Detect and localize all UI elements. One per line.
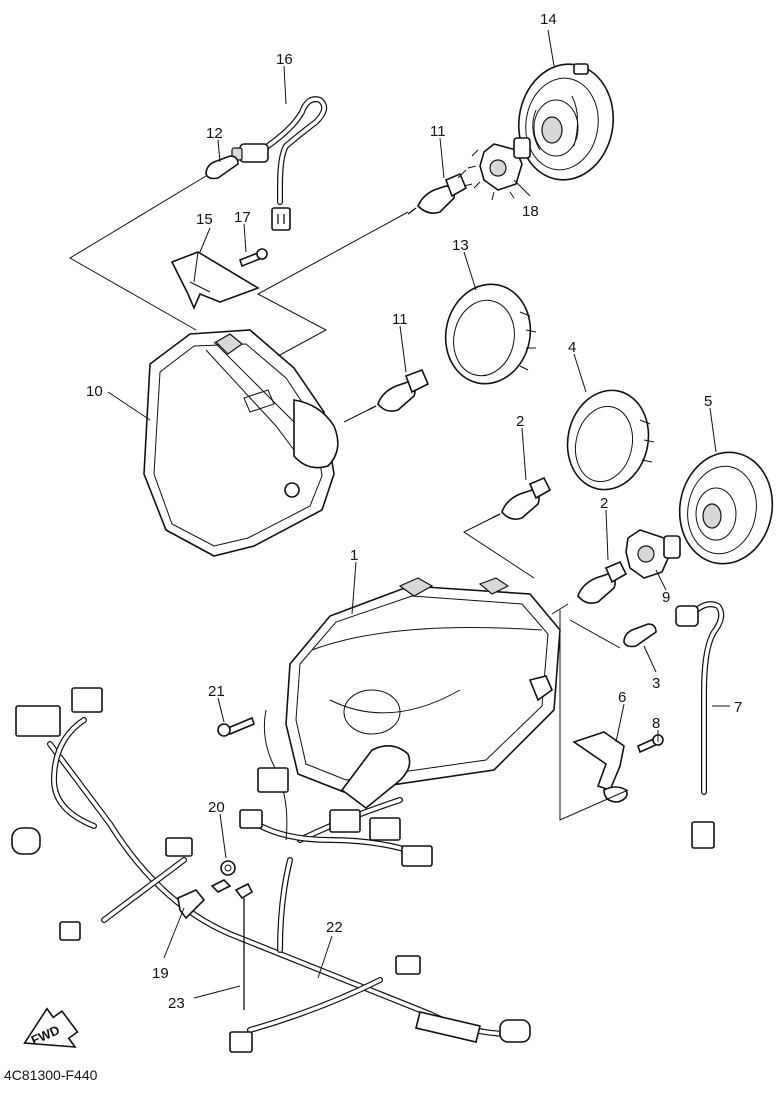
callout-14: 14 [540,11,557,28]
part-2-bulb-upper [491,476,552,520]
part-18-socket [467,137,531,201]
callout-2-lower: 2 [600,495,608,512]
callout-11-upper: 11 [430,123,446,140]
callout-16: 16 [276,51,293,68]
callout-15: 15 [196,211,213,228]
part-22-harness [11,687,531,1053]
part-2-bulb-lower [577,560,628,604]
part-21-screw [217,716,255,737]
part-9-socket [625,529,681,579]
callout-3: 3 [652,675,660,692]
diagram-code: 4C81300-F440 [4,1067,98,1083]
callout-23: 23 [168,995,185,1012]
callout-2-upper: 2 [516,413,524,430]
callout-18: 18 [522,203,539,220]
callout-4: 4 [568,339,576,356]
part-14-cover [517,63,615,181]
leader-lines [107,29,730,999]
callout-5: 5 [704,393,712,410]
callout-13: 13 [452,237,469,254]
part-4-ring [566,389,655,491]
callout-10: 10 [86,383,103,400]
callout-21: 21 [208,683,225,700]
callout-labels: 14 16 12 11 18 15 17 13 11 10 4 5 2 2 1 … [86,11,742,1012]
part-12-bulb [205,155,239,180]
callout-22: 22 [326,919,343,936]
part-20-nut [210,860,236,893]
part-17-screw [239,248,268,268]
part-7-cord [675,601,725,849]
callout-11-lower: 11 [392,311,408,328]
part-11-bulb-upper [407,169,473,215]
callout-6: 6 [618,689,626,706]
assembly-reference-lines [69,175,629,821]
callout-8: 8 [652,715,660,732]
callout-7: 7 [734,699,742,716]
callout-17: 17 [234,209,251,226]
callout-20: 20 [208,799,225,816]
part-15-bracket [170,251,260,311]
part-8-screw [637,734,664,754]
callout-12: 12 [206,125,223,142]
part-11-bulb-lower [367,368,430,412]
part-10-headlight-upper [143,329,339,557]
part-6-bracket [572,731,628,803]
callout-19: 19 [152,965,169,982]
part-16-cord [231,96,328,231]
part-3-bulb [623,623,657,648]
part-13-ring [444,283,537,385]
part-5-cover [678,451,774,565]
part-23-tie [234,882,254,1010]
callout-1: 1 [350,547,358,564]
part-1-headlight-main [285,577,561,793]
part-19-clamp [177,889,206,920]
fwd-arrow: FWD [23,1007,79,1048]
callout-9: 9 [662,589,670,606]
